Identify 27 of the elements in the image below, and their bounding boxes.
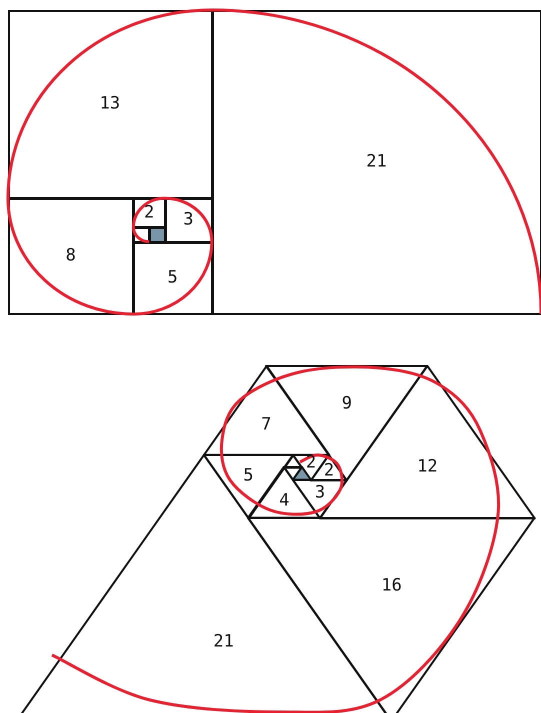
triangle-number: 21 bbox=[213, 634, 234, 651]
square-number: 5 bbox=[168, 269, 178, 286]
square-number: 21 bbox=[366, 154, 387, 171]
square-tile bbox=[8, 10, 213, 200]
square-number: 13 bbox=[100, 96, 120, 113]
triangle-tile bbox=[283, 454, 304, 468]
triangle-number: 9 bbox=[342, 395, 352, 412]
triangle-tile bbox=[202, 364, 330, 456]
triangle-number: 4 bbox=[279, 492, 290, 510]
square-tile bbox=[212, 10, 541, 316]
triangle-number: 3 bbox=[314, 484, 326, 502]
triangle-number: 5 bbox=[243, 467, 254, 484]
triangle-tile bbox=[292, 466, 312, 481]
triangle-number: 2 bbox=[306, 454, 316, 472]
triangle-number: 2 bbox=[324, 462, 334, 480]
square-tile bbox=[8, 198, 134, 316]
triangle-tile bbox=[292, 478, 348, 519]
triangle-number: 7 bbox=[261, 416, 272, 434]
square-tile bbox=[149, 227, 166, 243]
triangle-tile bbox=[283, 466, 304, 481]
square-number: 2 bbox=[144, 204, 154, 222]
triangle-number: 16 bbox=[381, 577, 402, 594]
square-number: 8 bbox=[66, 248, 76, 265]
triangle-tile bbox=[202, 454, 294, 519]
triangle-number: 12 bbox=[417, 458, 438, 476]
triangle-tile bbox=[247, 517, 536, 713]
square-number: 3 bbox=[183, 211, 194, 228]
